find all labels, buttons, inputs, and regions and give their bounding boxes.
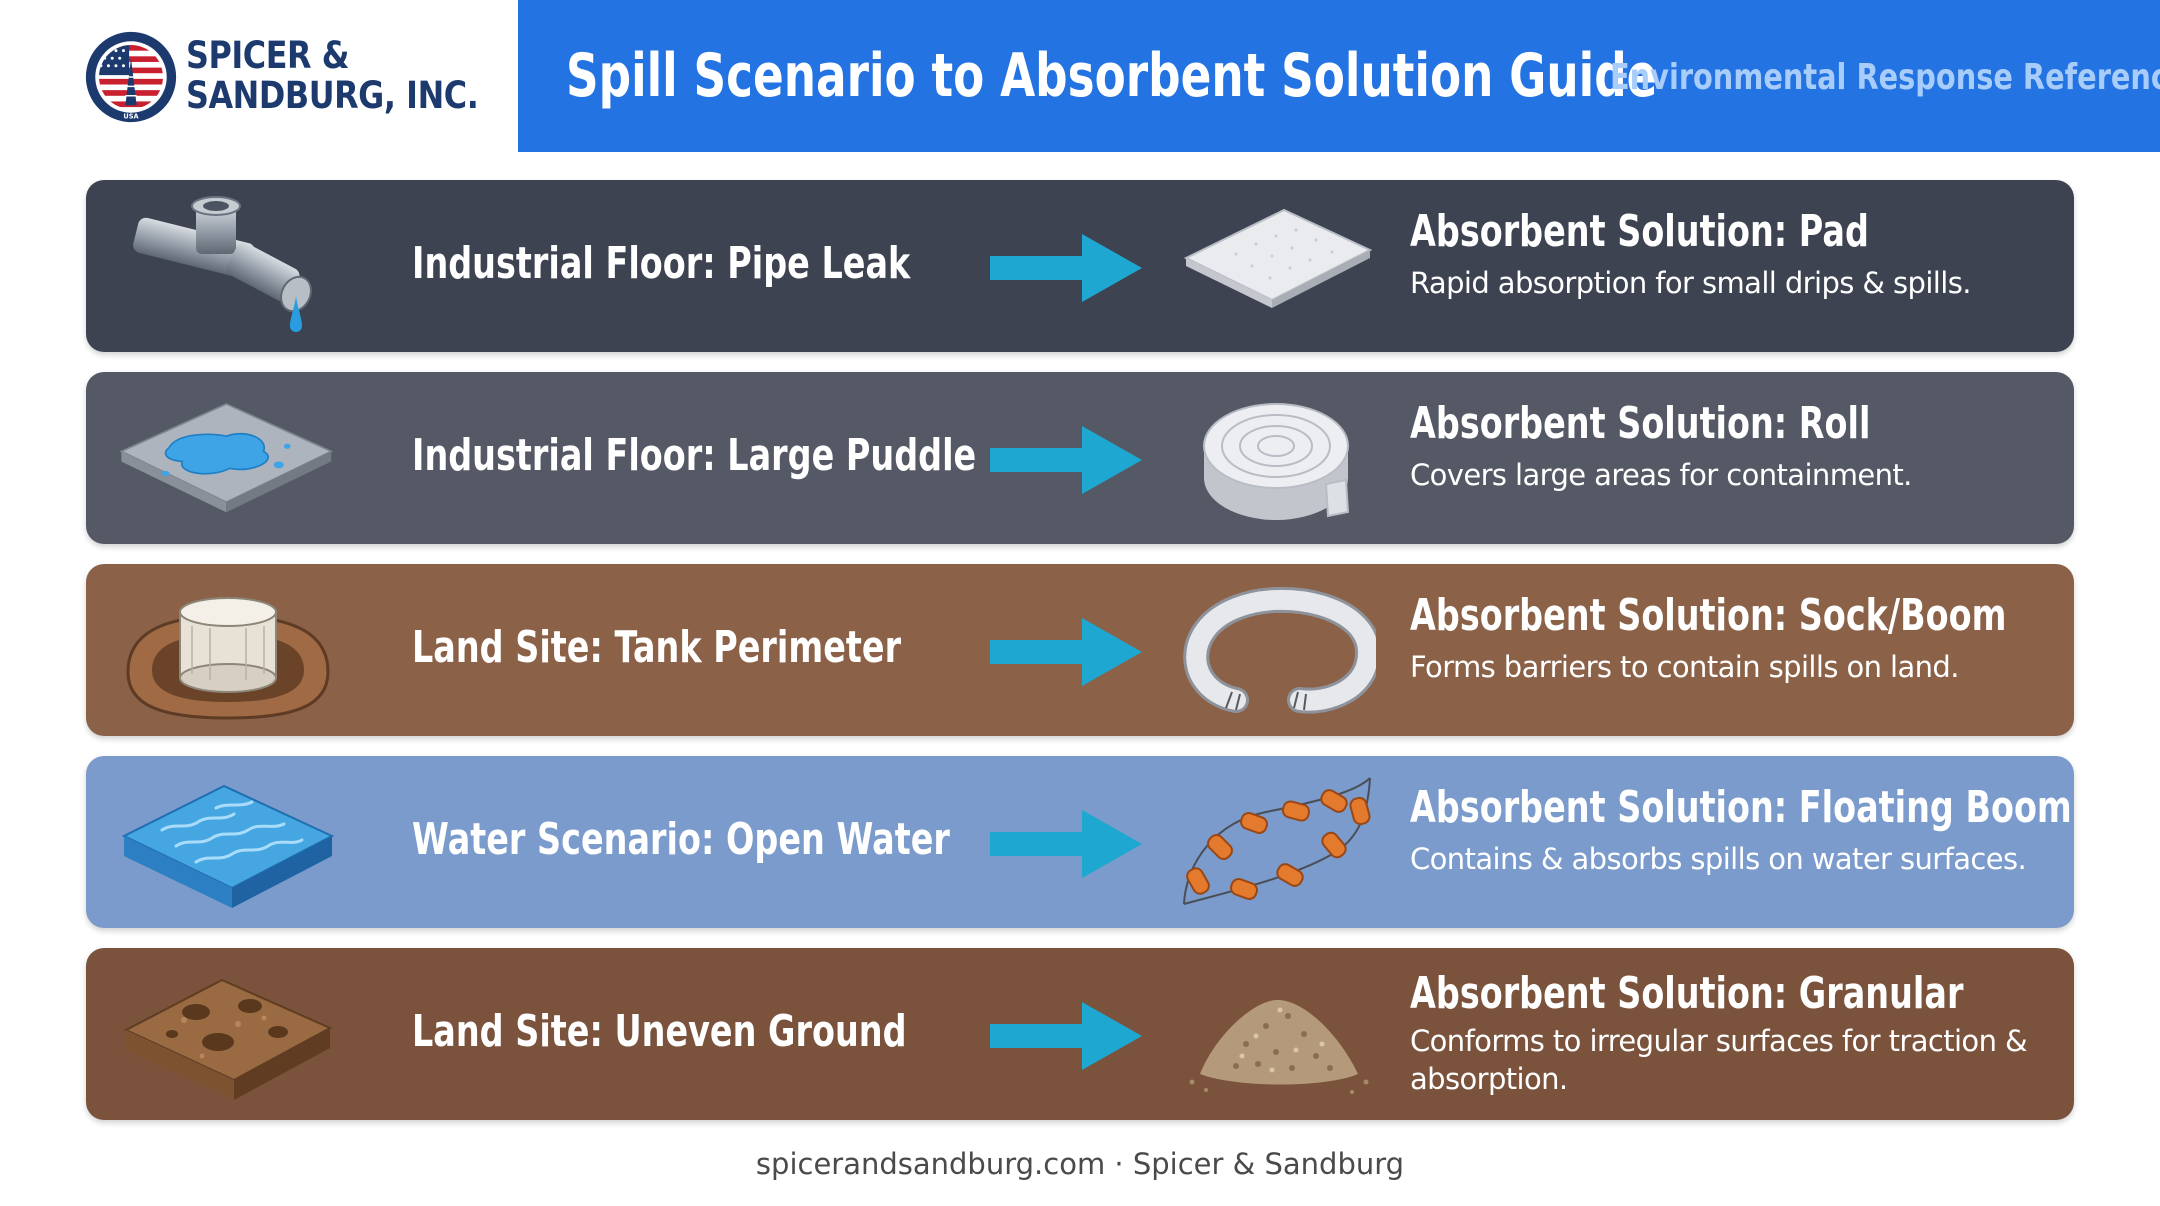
logo-country: USA [123,112,139,120]
uneven-ground-icon [123,978,333,1100]
pipe-leak-icon [133,196,312,332]
storage-tank-icon [126,597,330,720]
solution-description: Rapid absorption for small drips & spill… [1410,266,1971,300]
solution-title: Absorbent Solution: Granular [1410,968,1964,1019]
page-title: Spill Scenario to Absorbent Solution Gui… [566,41,1658,111]
scenario-label: Industrial Floor: Pipe Leak [412,238,911,289]
logo-area: USA SPICER & SANDBURG, INC. [0,0,518,152]
solution-description: Covers large areas for containment. [1410,458,1912,492]
row-uneven-ground: Land Site: Uneven Ground Absorbent Solut… [86,948,2074,1120]
row-pipe-leak: Industrial Floor: Pipe Leak Absorbent So… [86,180,2074,352]
title-bar [518,0,2160,152]
solution-title: Absorbent Solution: Floating Boom [1410,782,2072,833]
scenario-label: Land Site: Uneven Ground [412,1006,907,1057]
arrow-right-icon [990,1002,1142,1070]
arrow-right-icon [990,426,1142,494]
solution-description: Forms barriers to contain spills on land… [1410,650,1959,684]
absorbent-sock-icon [1183,586,1376,714]
row-open-water: Water Scenario: Open Water Absorbent Sol… [86,756,2074,928]
solution-description: Contains & absorbs spills on water surfa… [1410,842,2027,876]
scenario-label: Industrial Floor: Large Puddle [412,430,977,481]
solution-title: Absorbent Solution: Pad [1410,206,1869,257]
row-tank-perimeter: Land Site: Tank Perimeter Absorbent Solu… [86,564,2074,736]
absorbent-pad-icon [1183,208,1373,308]
scenario-label: Land Site: Tank Perimeter [412,622,902,673]
granular-pile-icon [1189,999,1369,1094]
solution-title: Absorbent Solution: Roll [1410,398,1871,449]
arrow-right-icon [990,810,1142,878]
floating-boom-icon [1183,777,1371,905]
company-logo-icon: USA [85,31,177,123]
company-name: SPICER & SANDBURG, INC. [186,34,479,117]
page-subtitle: Environmental Response Reference [1610,57,2160,98]
company-name-line2: SANDBURG, INC. [186,74,479,117]
scenario-label: Water Scenario: Open Water [412,814,950,865]
row-large-puddle: Industrial Floor: Large Puddle Absorbent… [86,372,2074,544]
solution-title: Absorbent Solution: Sock/Boom [1410,590,2007,641]
footer-text: spicerandsandburg.com · Spicer & Sandbur… [755,1147,1405,1181]
arrow-right-icon [990,618,1142,686]
company-name-line1: SPICER & [186,34,350,77]
arrow-right-icon [990,234,1142,302]
floor-puddle-icon [119,403,334,513]
solution-description: Conforms to irregular surfaces for tract… [1410,1024,2028,1096]
absorbent-roll-icon [1203,403,1350,520]
open-water-icon [121,784,335,908]
